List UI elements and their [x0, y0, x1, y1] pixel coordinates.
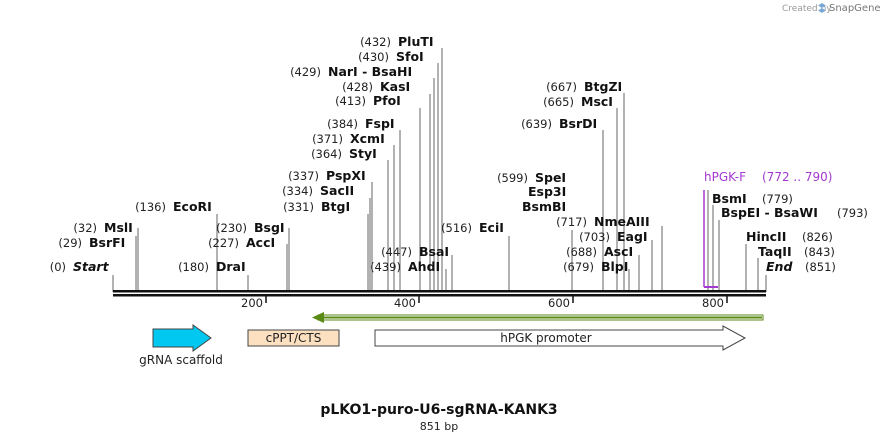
site-name: StyI: [349, 146, 377, 161]
site-position: (337): [288, 169, 319, 183]
site-position: (180): [178, 260, 209, 274]
site-name: BsmI: [712, 191, 747, 206]
site-name: AccI: [246, 235, 275, 250]
site-name: BsrFI: [89, 235, 125, 250]
site-position: (334): [282, 184, 313, 198]
site-position: (413): [335, 94, 366, 108]
site-name: Start: [73, 259, 110, 274]
primer-marker: [703, 190, 718, 288]
site-name: SfoI: [396, 49, 424, 64]
site-name: BtgI: [321, 199, 350, 214]
ruler: 200 400 600 800: [241, 296, 728, 310]
feature-grna-scaffold: gRNA scaffold: [139, 324, 223, 367]
feature-label: cPPT/CTS: [266, 331, 322, 345]
snapgene-logo-icon: [818, 3, 826, 13]
site-position: (364): [311, 147, 342, 161]
primer-range: (772 .. 790): [762, 170, 832, 184]
credit-text: Created by: [782, 4, 832, 14]
site-name: TaqII: [758, 244, 792, 259]
site-position: (227): [208, 236, 239, 250]
site-position: (516): [441, 221, 472, 235]
site-position: (667): [546, 80, 577, 94]
site-name: BtgZI: [584, 79, 622, 94]
site-position: (851): [805, 260, 836, 274]
feature-label: hPGK promoter: [500, 331, 592, 345]
site-position: (717): [556, 215, 587, 229]
site-name: BsgI: [254, 220, 285, 235]
site-name: PluTI: [398, 34, 434, 49]
site-name: MslI: [104, 220, 133, 235]
tick-label-400: 400: [394, 296, 416, 310]
site-name: FspI: [365, 116, 395, 131]
site-position: (384): [327, 117, 358, 131]
site-name: EcoRI: [173, 199, 212, 214]
site-labels: (0) Start (29) BsrFI (32) MslI (136) Eco…: [50, 34, 868, 274]
site-name: End: [766, 259, 793, 274]
feature-hpgk-promoter: hPGK promoter: [374, 325, 747, 351]
site-position: (0): [50, 260, 66, 274]
site-position: (32): [73, 221, 97, 235]
tick-label-200: 200: [241, 296, 263, 310]
site-name: EciI: [479, 220, 504, 235]
site-name: XcmI: [350, 131, 385, 146]
site-position: (136): [135, 200, 166, 214]
map-length: 851 bp: [420, 420, 458, 433]
cppt-cts-box: [247, 329, 340, 347]
green-reverse-arrow: [312, 312, 764, 323]
site-name: PfoI: [373, 93, 401, 108]
site-position: (793): [837, 206, 868, 220]
site-name: BspEI - BsaWI: [721, 205, 818, 220]
site-name: MscI: [581, 94, 613, 109]
site-name: BlpI: [601, 259, 628, 274]
primer-name: hPGK-F: [704, 170, 746, 184]
feature-cppt-cts: cPPT/CTS: [247, 329, 340, 347]
tick-label-600: 600: [548, 296, 570, 310]
site-position: (688): [566, 245, 597, 259]
site-position: (428): [342, 80, 373, 94]
site-position: (430): [358, 50, 389, 64]
site-lines: [112, 48, 767, 292]
site-name: EagI: [617, 229, 648, 244]
site-position: (371): [312, 132, 343, 146]
site-name: NarI - BsaHI: [328, 64, 412, 79]
site-position: (703): [579, 230, 610, 244]
site-position: (230): [216, 221, 247, 235]
site-position: (639): [521, 117, 552, 131]
snapgene-brand: SnapGene: [829, 3, 880, 14]
hpgk-promoter-arrow: [374, 325, 747, 351]
site-name: Esp3I: [528, 184, 566, 199]
grna-scaffold-arrow: [152, 324, 212, 352]
site-position: (447): [381, 245, 412, 259]
site-position: (826): [802, 230, 833, 244]
site-position: (843): [804, 245, 835, 259]
site-name: BsmBI: [522, 199, 566, 214]
site-name: DraI: [216, 259, 246, 274]
site-position: (432): [360, 35, 391, 49]
site-name: SacII: [320, 183, 354, 198]
feature-label: gRNA scaffold: [139, 353, 223, 367]
site-name: PspXI: [326, 168, 366, 183]
site-name: AhdI: [408, 259, 440, 274]
site-position: (439): [370, 260, 401, 274]
site-position: (331): [283, 200, 314, 214]
site-position: (29): [58, 236, 82, 250]
tick-label-800: 800: [702, 296, 724, 310]
site-name: NmeAIII: [594, 214, 650, 229]
site-position: (779): [762, 192, 793, 206]
site-position: (429): [290, 65, 321, 79]
site-position: (665): [543, 95, 574, 109]
site-name: AscI: [604, 244, 633, 259]
site-name: SpeI: [535, 170, 566, 185]
site-name: BsrDI: [559, 116, 597, 131]
site-name: BsaI: [419, 244, 449, 259]
site-name: HincII: [746, 229, 786, 244]
site-position: (679): [563, 260, 594, 274]
site-position: (599): [497, 171, 528, 185]
map-title: pLKO1-puro-U6-sgRNA-KANK3: [320, 402, 557, 418]
dna-backbone: [113, 290, 766, 297]
site-name: KasI: [380, 79, 410, 94]
